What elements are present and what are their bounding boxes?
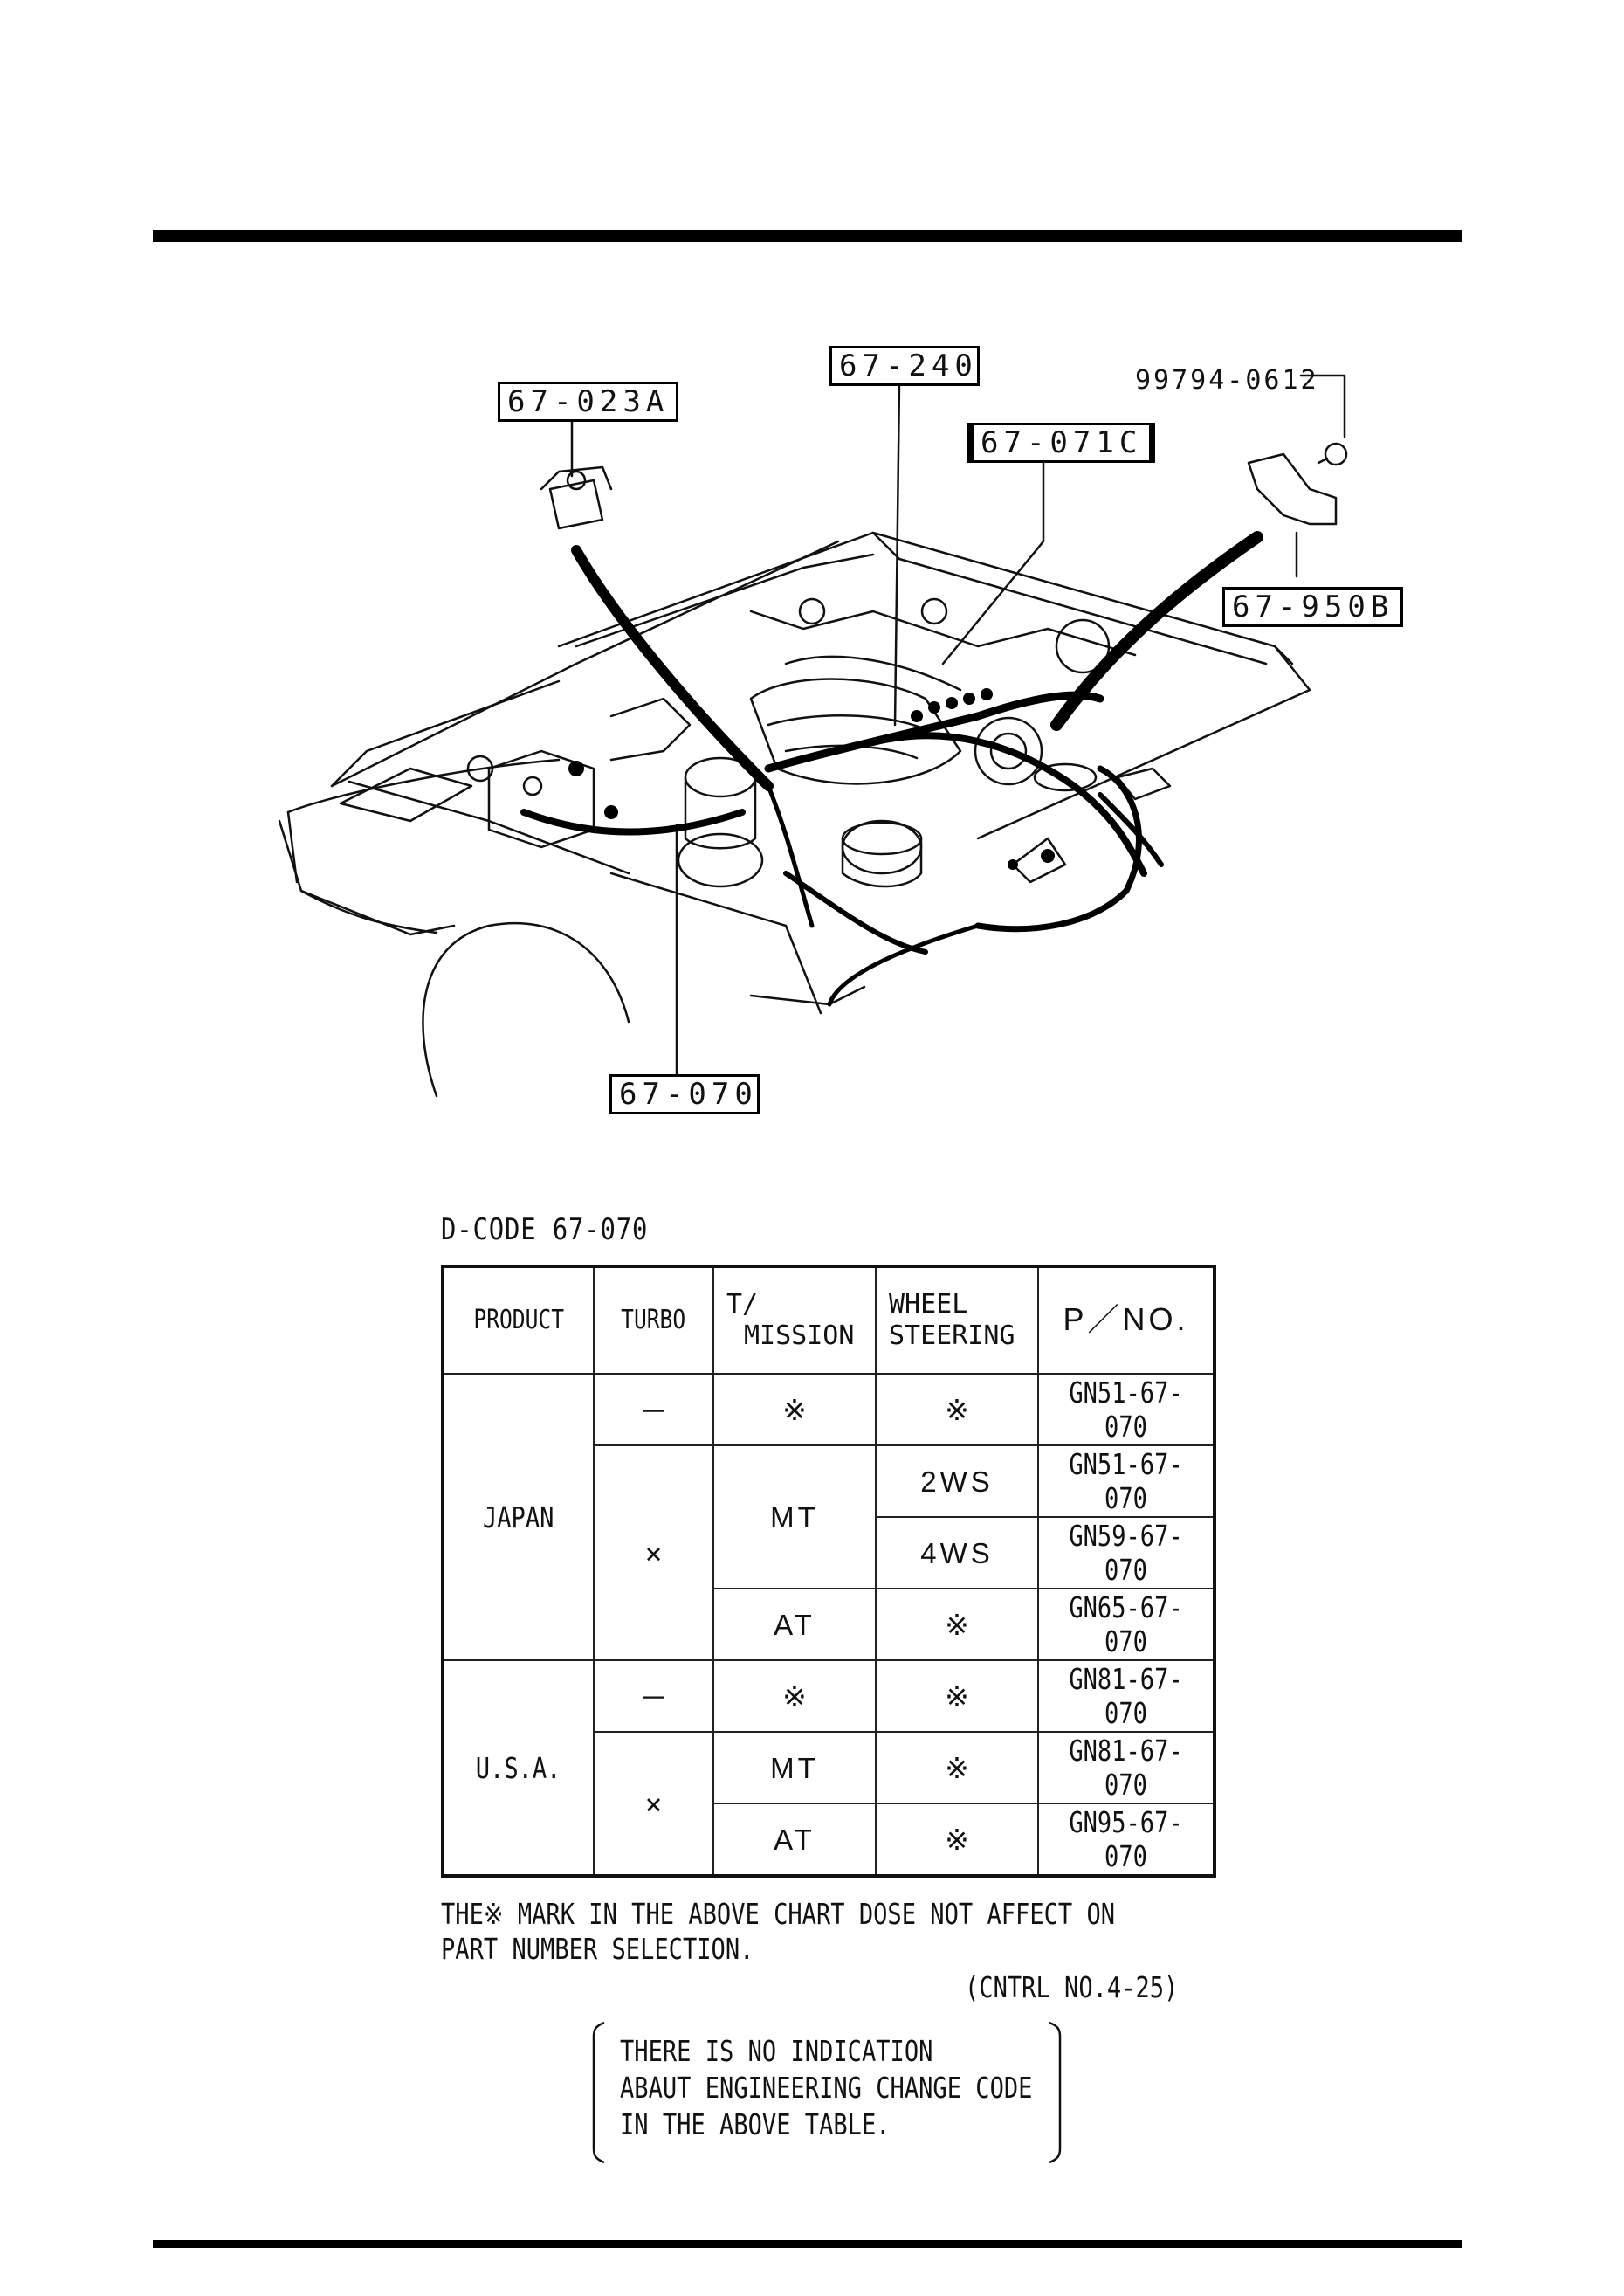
pno-cell: GN95-67-070 [1069, 1805, 1183, 1873]
mission-cell: ※ [712, 1373, 877, 1446]
callout-67-950B: 67-950B [1222, 587, 1404, 627]
header-mission-line1: T/ [726, 1289, 759, 1320]
table-row: AT ※ GN65-67-070 [443, 1588, 1215, 1661]
turbo-cell: × [593, 1444, 714, 1661]
steering-cell: 2WS [920, 1465, 994, 1498]
callout-67-240: 67-240 [829, 346, 980, 386]
product-usa: U.S.A. [476, 1750, 561, 1785]
control-number: (CNTRL NO.4-25) [965, 1970, 1179, 2004]
header-mission-line2: MISSION [744, 1320, 855, 1351]
mission-cell: ※ [712, 1659, 877, 1733]
pno-cell: GN51-67-070 [1069, 1447, 1183, 1515]
table-row: U.S.A. － ※ ※ GN81-67-070 [442, 1659, 1215, 1877]
header-steering-line2: STEERING [889, 1320, 1015, 1351]
callout-67-023A: 67-023A [498, 382, 679, 422]
bottom-rule [153, 2240, 1462, 2248]
pno-cell: GN51-67-070 [1069, 1376, 1183, 1444]
mission-cell: AT [774, 1608, 815, 1641]
steering-cell: 4WS [920, 1536, 994, 1569]
mission-cell: MT [770, 1751, 819, 1784]
engineering-change-note-text: THERE IS NO INDICATION ABAUT ENGINEERING… [620, 2034, 1033, 2141]
header-pno: P／NO. [1063, 1300, 1189, 1337]
turbo-cell: － [593, 1659, 714, 1733]
product-japan: JAPAN [483, 1500, 554, 1534]
callout-67-070: 67-070 [609, 1074, 760, 1114]
bracket-frame [592, 2021, 1062, 2164]
turbo-cell: × [593, 1731, 714, 1877]
dcode-label: D-CODE 67-070 [441, 1212, 649, 1247]
part-number-label: 99794-0612 [1135, 365, 1319, 396]
steering-cell: ※ [875, 1659, 1039, 1733]
table-row: 4WS GN59-67-070 [443, 1516, 1215, 1589]
table-row: × MT 2WS GN51-67-070 [443, 1444, 1215, 1661]
engineering-change-note-box: THERE IS NO INDICATION ABAUT ENGINEERING… [587, 2017, 1067, 2168]
pno-cell: GN59-67-070 [1069, 1519, 1183, 1587]
steering-cell: ※ [875, 1588, 1039, 1661]
table-row: JAPAN － ※ ※ GN51-67-070 [442, 1373, 1215, 1661]
table-row: × MT ※ GN81-67-070 [443, 1731, 1215, 1877]
steering-cell: ※ [875, 1731, 1039, 1804]
turbo-cell: － [593, 1373, 714, 1446]
steering-cell: ※ [875, 1803, 1039, 1877]
mission-cell: AT [774, 1823, 815, 1856]
header-product: PRODUCT [473, 1305, 564, 1335]
top-rule [153, 230, 1462, 242]
wiring-harness-diagram [278, 374, 1348, 1098]
mission-cell: MT [770, 1500, 819, 1534]
pno-cell: GN81-67-070 [1069, 1662, 1183, 1730]
pno-cell: GN65-67-070 [1069, 1590, 1183, 1658]
callout-67-071C: 67-071C [967, 423, 1156, 463]
header-steering-line1: WHEEL [889, 1289, 968, 1320]
table-header-row: PRODUCT TURBO T/ MISSION WHEEL STEERING … [442, 1265, 1215, 1375]
part-number-table: PRODUCT TURBO T/ MISSION WHEEL STEERING … [441, 1265, 1216, 1878]
table-row: AT ※ GN95-67-070 [443, 1803, 1215, 1877]
steering-cell: ※ [875, 1373, 1039, 1446]
header-turbo: TURBO [621, 1305, 686, 1335]
pno-cell: GN81-67-070 [1069, 1734, 1183, 1802]
mark-note: THE※ MARK IN THE ABOVE CHART DOSE NOT AF… [441, 1897, 1116, 1966]
